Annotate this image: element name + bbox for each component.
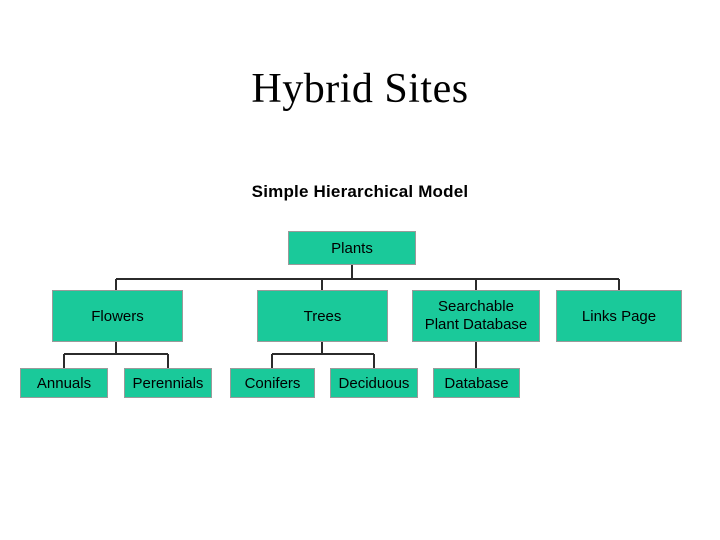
node-perennials[interactable]: Perennials <box>124 368 212 398</box>
node-label: Trees <box>303 307 342 325</box>
node-label: Database <box>444 374 509 392</box>
node-links-page[interactable]: Links Page <box>556 290 682 342</box>
node-plants[interactable]: Plants <box>288 231 416 265</box>
node-conifers[interactable]: Conifers <box>230 368 315 398</box>
node-annuals[interactable]: Annuals <box>20 368 108 398</box>
diagram-caption: Simple Hierarchical Model <box>251 182 469 201</box>
node-searchable-plant-database[interactable]: Searchable Plant Database <box>412 290 540 342</box>
node-label: Annuals <box>36 374 92 392</box>
node-label: Links Page <box>581 307 657 325</box>
node-flowers[interactable]: Flowers <box>52 290 183 342</box>
node-deciduous[interactable]: Deciduous <box>330 368 418 398</box>
node-label: Deciduous <box>338 374 410 392</box>
node-label: Searchable Plant Database <box>424 298 528 333</box>
node-trees[interactable]: Trees <box>257 290 388 342</box>
page-title: Hybrid Sites <box>251 66 469 112</box>
node-label: Plants <box>331 239 373 257</box>
node-database[interactable]: Database <box>433 368 520 398</box>
node-label: Perennials <box>132 374 204 392</box>
node-label: Conifers <box>244 374 301 392</box>
node-label: Flowers <box>91 307 144 325</box>
